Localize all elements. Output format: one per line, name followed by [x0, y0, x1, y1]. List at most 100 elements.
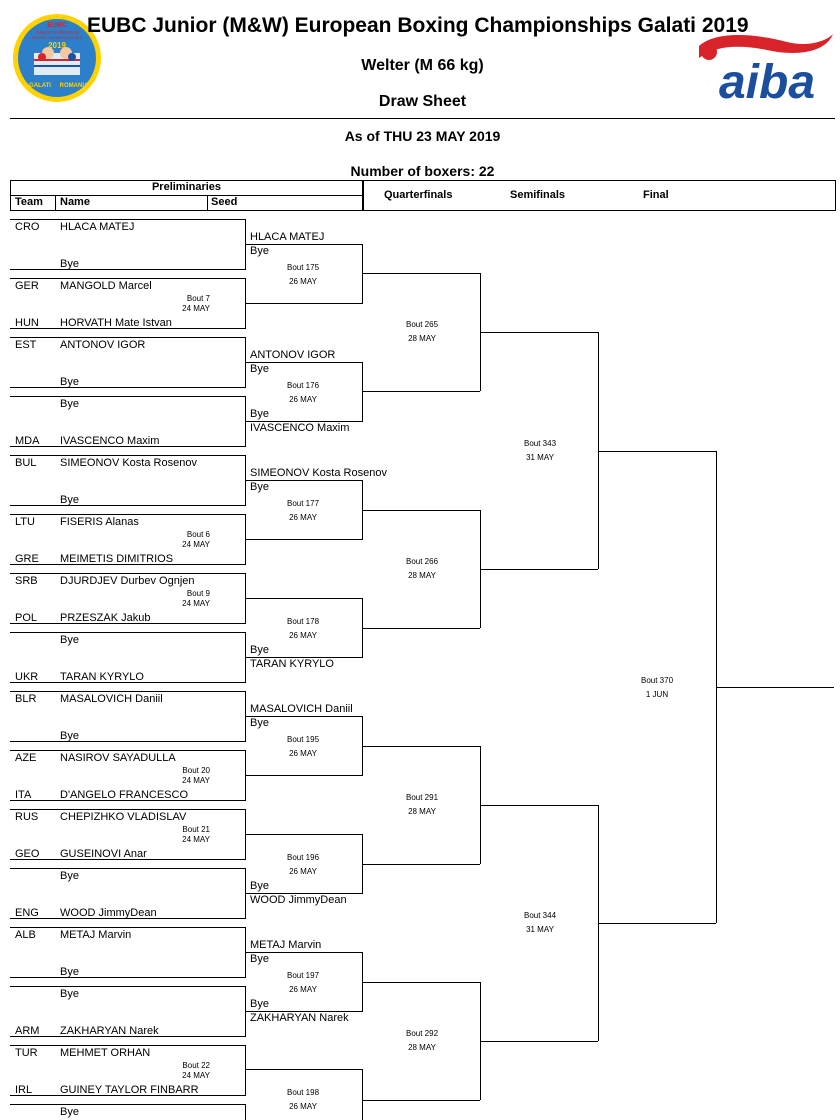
sf-bout-number: Bout 344 [523, 911, 557, 920]
entry-line [10, 1095, 246, 1096]
r16-top-name: Bye [250, 998, 269, 1010]
entry-connector [245, 396, 246, 446]
r16-bottom-name: Bye [250, 363, 269, 375]
r16-bottom-name: ZAKHARYAN Narek [250, 1012, 349, 1024]
final-bout-number: Bout 370 [640, 676, 674, 685]
entry-line [10, 682, 246, 683]
svg-text:JUNIOR EUROPEAN: JUNIOR EUROPEAN [35, 30, 78, 35]
entry-name: SIMEONOV Kosta Rosenov [60, 457, 197, 469]
final-label: Final [643, 189, 669, 201]
r16-bout-date: 26 MAY [289, 867, 317, 876]
entry-line [10, 691, 246, 692]
r16-bout-date: 26 MAY [289, 985, 317, 994]
entry-name: Bye [60, 730, 79, 742]
entry-line [10, 328, 246, 329]
team-col-divider [55, 195, 56, 210]
entry-line [10, 623, 246, 624]
prelim-bout-number: Bout 6 [186, 530, 210, 539]
eubc-galati-logo: EUBC JUNIOR EUROPEAN BOXING CHAMPIONSHIP… [13, 14, 101, 102]
boxers-count: Number of boxers: 22 [350, 163, 495, 179]
entry-line [10, 219, 246, 220]
entry-name: MEHMET ORHAN [60, 1047, 151, 1059]
qf-line [363, 982, 480, 983]
r16-line [246, 303, 363, 304]
qf-bout-date: 28 MAY [408, 334, 436, 343]
entry-connector [245, 750, 246, 800]
r16-line [246, 657, 363, 658]
entry-name: Bye [60, 634, 79, 646]
entry-name: DJURDJEV Durbev Ognjen [60, 575, 195, 587]
prelim-bout-number: Bout 21 [182, 825, 210, 834]
r16-bout-number: Bout 178 [286, 617, 320, 626]
entry-name: MANGOLD Marcel [60, 280, 152, 292]
entry-connector [245, 514, 246, 564]
seed-label: Seed [211, 196, 238, 208]
r16-connector [362, 598, 363, 657]
r16-connector [362, 834, 363, 893]
entry-line [10, 859, 246, 860]
r16-connector [362, 1069, 363, 1120]
entry-team: ENG [15, 907, 39, 919]
entry-name: Bye [60, 988, 79, 1000]
entry-name: D'ANGELO FRANCESCO [60, 789, 189, 801]
entry-line [10, 809, 246, 810]
entry-team: RUS [15, 811, 39, 823]
entry-name: NASIROV SAYADULLA [60, 752, 176, 764]
entry-line [10, 632, 246, 633]
r16-bout-number: Bout 197 [286, 971, 320, 980]
entry-line [10, 573, 246, 574]
qf-bout-number: Bout 266 [405, 557, 439, 566]
entry-connector [245, 337, 246, 387]
r16-line [246, 362, 363, 363]
entry-connector [245, 1104, 246, 1120]
r16-line [246, 1069, 363, 1070]
entry-team: EST [15, 339, 37, 351]
qf-bout-number: Bout 292 [405, 1029, 439, 1038]
prelim-bout-date: 24 MAY [182, 1071, 210, 1080]
final-bout-date: 1 JUN [645, 690, 669, 699]
qf-line [363, 391, 480, 392]
r16-connector [362, 952, 363, 1011]
r16-bout-number: Bout 175 [286, 263, 320, 272]
qf-line [363, 628, 480, 629]
entry-line [10, 446, 246, 447]
qf-line [363, 1100, 480, 1101]
entry-team: GRE [15, 553, 39, 565]
qf-line [363, 510, 480, 511]
entry-team: HUN [15, 317, 39, 329]
entry-team: BUL [15, 457, 37, 469]
qf-line [363, 864, 480, 865]
entry-connector [245, 691, 246, 741]
qf-line [363, 273, 480, 274]
qf-bout-number: Bout 291 [405, 793, 439, 802]
prelim-bout-number: Bout 22 [182, 1061, 210, 1070]
entry-team: CRO [15, 221, 40, 233]
r16-line [246, 244, 363, 245]
r16-bout-number: Bout 196 [286, 853, 320, 862]
entry-connector [245, 455, 246, 505]
preliminaries-label: Preliminaries [151, 181, 222, 193]
entry-line [10, 800, 246, 801]
seed-col-divider [207, 195, 208, 210]
entry-line [10, 1045, 246, 1046]
r16-top-name: Bye [250, 644, 269, 656]
entry-name: ANTONOV IGOR [60, 339, 146, 351]
entry-team: UKR [15, 671, 39, 683]
header-divider [10, 195, 363, 196]
entry-connector [245, 868, 246, 918]
r16-bottom-name: IVASCENCO Maxim [250, 422, 350, 434]
entry-connector [245, 219, 246, 269]
r16-bottom-name: Bye [250, 481, 269, 493]
r16-top-name: Bye [250, 880, 269, 892]
sheet-title: Draw Sheet [378, 93, 467, 110]
entry-line [10, 269, 246, 270]
entry-name: TARAN KYRYLO [60, 671, 144, 683]
entry-name: IVASCENCO Maxim [60, 435, 160, 447]
r16-line [246, 834, 363, 835]
sf-bout-date: 31 MAY [526, 452, 554, 462]
weight-category: Welter (M 66 kg) [361, 57, 484, 74]
r16-bottom-name: TARAN KYRYLO [250, 658, 334, 670]
r16-bout-date: 26 MAY [289, 749, 317, 758]
r16-line [246, 1011, 363, 1012]
r16-top-name: METAJ Marvin [250, 939, 322, 951]
